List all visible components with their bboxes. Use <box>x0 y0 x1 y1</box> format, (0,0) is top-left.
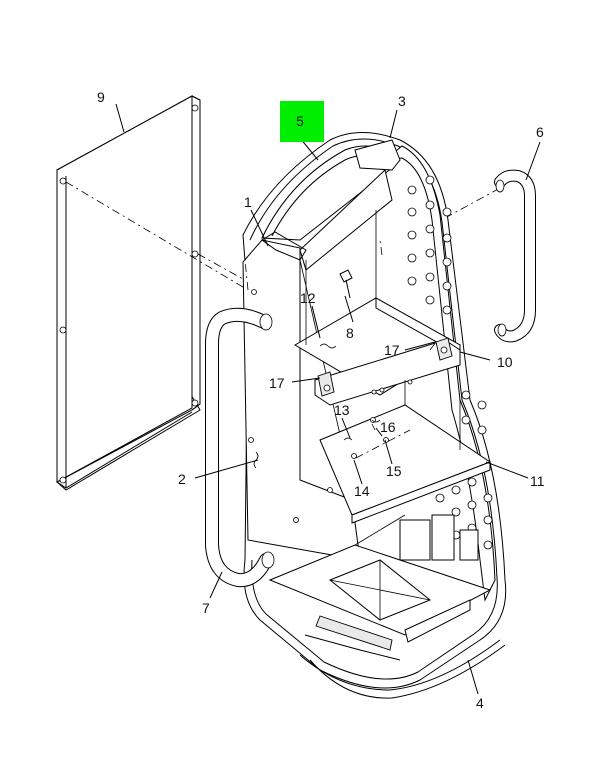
leader-lines <box>115 103 541 695</box>
callout-4: 4 <box>476 695 484 711</box>
callout-5-highlight <box>280 101 324 142</box>
callout-16: 16 <box>380 419 396 435</box>
callout-6: 6 <box>536 124 544 140</box>
base-floor <box>268 514 492 651</box>
lower-shelf-part-11 <box>319 380 492 524</box>
grab-handle-part-7 <box>205 307 275 588</box>
callout-3: 3 <box>398 93 406 109</box>
callout-9: 9 <box>97 89 105 105</box>
callout-13: 13 <box>334 402 350 418</box>
side-panel-part-9 <box>56 95 201 491</box>
callout-17-lower: 17 <box>269 375 285 391</box>
grab-handle-part-6 <box>494 169 536 343</box>
callout-12: 12 <box>300 290 316 306</box>
alignment-line <box>197 253 253 285</box>
callout-11: 11 <box>530 473 545 489</box>
callout-2: 2 <box>178 471 186 487</box>
callout-8: 8 <box>346 325 354 341</box>
shelf-bracket-part-10 <box>314 337 461 406</box>
callout-5: 5 <box>296 113 304 129</box>
alignment-line <box>444 187 501 219</box>
head-piece-part-5 <box>261 139 401 271</box>
callout-17-upper: 17 <box>384 342 400 358</box>
callout-7: 7 <box>202 600 210 616</box>
bolt-part-8 <box>339 269 353 299</box>
callout-14: 14 <box>354 483 370 499</box>
callout-10: 10 <box>497 354 513 370</box>
callout-15: 15 <box>386 463 402 479</box>
callout-1: 1 <box>244 194 252 210</box>
